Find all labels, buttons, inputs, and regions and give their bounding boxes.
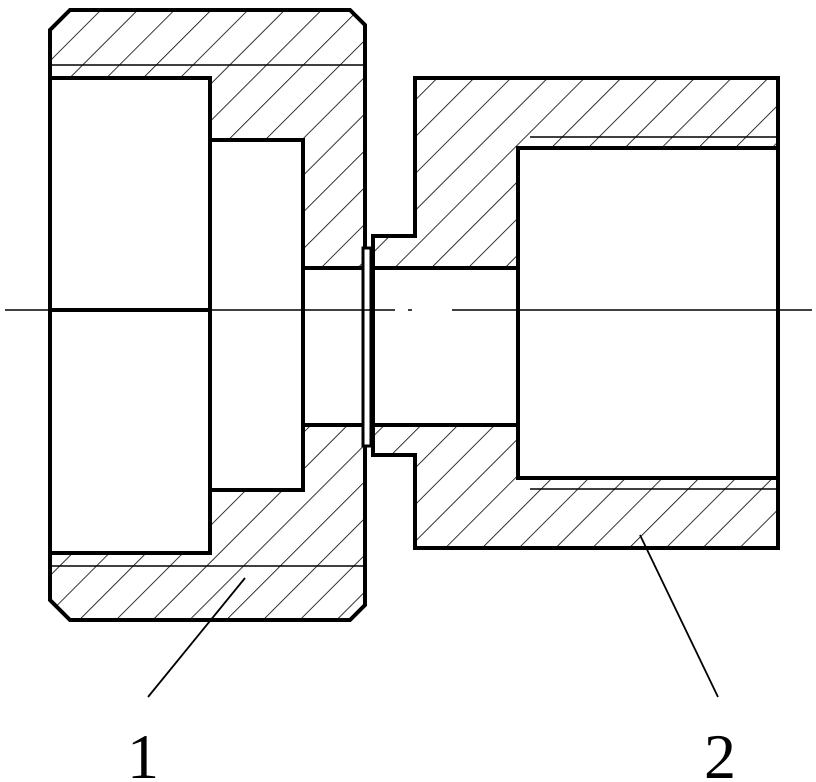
- part-2-outline: [371, 76, 780, 550]
- gasket: [361, 246, 373, 448]
- leader-line-1: [147, 577, 246, 698]
- part-label-1: 1: [127, 721, 159, 782]
- part-label-2: 2: [704, 721, 736, 782]
- part-2-body: [373, 78, 778, 548]
- part-2-hatch: [373, 78, 778, 548]
- leader-line-2: [639, 534, 719, 698]
- part-1-outline: [48, 8, 367, 622]
